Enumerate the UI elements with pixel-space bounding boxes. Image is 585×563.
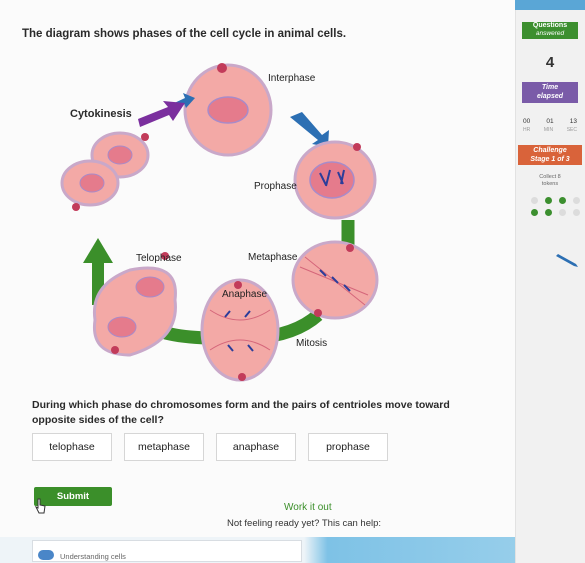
challenge-header: Challenge Stage 1 of 3 — [518, 145, 582, 165]
pencil-icon[interactable] — [556, 252, 580, 268]
telophase-arrow-head — [83, 238, 113, 263]
label-prophase: Prophase — [254, 181, 297, 192]
option-prophase[interactable]: prophase — [308, 433, 388, 461]
answered-label: answered — [535, 30, 565, 37]
question-text: During which phase do chromosomes form a… — [32, 399, 450, 426]
label-mitosis: Mitosis — [296, 338, 327, 349]
metaphase-cell — [291, 240, 379, 320]
help-link-text[interactable]: Understanding cells — [60, 552, 126, 561]
challenge-label: Challenge — [533, 147, 567, 154]
token-collected — [531, 209, 538, 216]
option-anaphase[interactable]: anaphase — [216, 433, 296, 461]
timer-hours: 00 — [523, 118, 531, 125]
work-it-out-link[interactable]: Work it out — [284, 502, 332, 513]
timer-minutes: 01 — [546, 118, 554, 125]
timer-units: HR MIN SEC — [523, 127, 577, 133]
video-icon — [38, 550, 54, 560]
questions-answered-header: Questions answered — [522, 22, 578, 39]
collect-tokens-text: Collect 8 tokens — [522, 174, 578, 188]
elapsed-label: elapsed — [536, 93, 564, 100]
token-collected — [545, 209, 552, 216]
telophase-cell — [92, 252, 177, 357]
unit-seconds: SEC — [566, 127, 577, 133]
time-label: Time — [541, 84, 559, 91]
token-empty — [573, 209, 580, 216]
questions-label: Questions — [532, 22, 568, 29]
label-telophase: Telophase — [136, 253, 182, 264]
help-link-card[interactable] — [32, 540, 302, 562]
collect-line-1: Collect 8 — [539, 174, 561, 180]
interphase-cell — [183, 63, 273, 157]
token-empty — [531, 197, 538, 204]
token-empty — [559, 209, 566, 216]
prophase-arrow — [290, 112, 329, 147]
mouse-cursor-icon — [34, 498, 46, 514]
option-metaphase[interactable]: metaphase — [124, 433, 204, 461]
question-prompt: The diagram shows phases of the cell cyc… — [22, 28, 347, 40]
unit-hours: HR — [523, 127, 531, 133]
cytokinesis-cells — [60, 131, 150, 211]
stage-label: Stage 1 of 3 — [530, 156, 570, 163]
prophase-cell — [293, 140, 377, 220]
time-elapsed-header: Time elapsed — [522, 82, 578, 103]
label-cytokinesis: Cytokinesis — [70, 108, 132, 120]
answer-options: telophase metaphase anaphase prophase — [32, 433, 388, 461]
timer-seconds: 13 — [569, 118, 577, 125]
sidebar-top-bar — [515, 0, 585, 10]
label-interphase: Interphase — [268, 73, 316, 84]
collect-line-2: tokens — [541, 181, 559, 187]
label-metaphase: Metaphase — [248, 252, 298, 263]
anaphase-cell — [200, 278, 280, 382]
label-anaphase: Anaphase — [222, 289, 267, 300]
token-collected — [545, 197, 552, 204]
option-telophase[interactable]: telophase — [32, 433, 112, 461]
timer-readout: 00 01 13 — [523, 118, 577, 125]
token-collected — [559, 197, 566, 204]
answered-count: 4 — [545, 54, 555, 71]
token-empty — [573, 197, 580, 204]
cytokinesis-arrow — [138, 101, 185, 127]
not-ready-text: Not feeling ready yet? This can help: — [227, 518, 382, 529]
cell-cycle-diagram: Interphase Cytokinesis Prophase Telophas… — [60, 63, 379, 382]
unit-minutes: MIN — [543, 127, 554, 133]
submit-button[interactable]: Submit — [34, 487, 112, 506]
